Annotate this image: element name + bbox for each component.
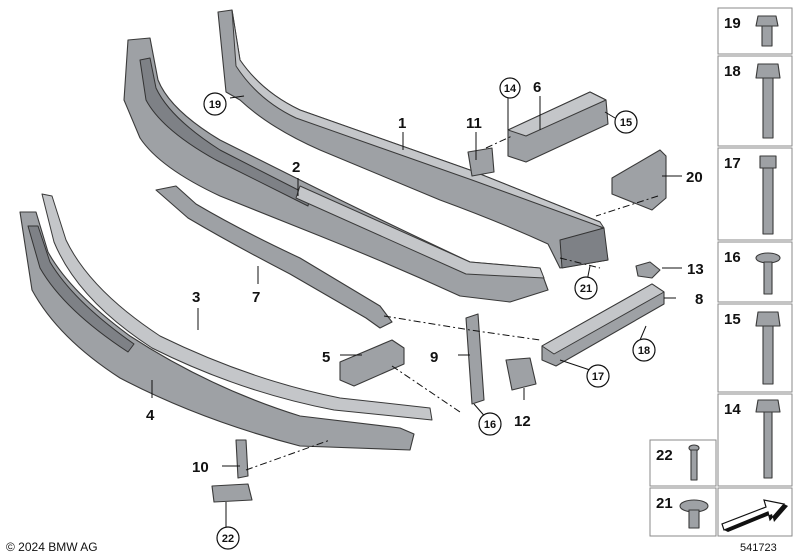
assembly-lines	[245, 135, 659, 471]
part-10-lower-clip	[211, 439, 253, 503]
bolt-15-icon	[755, 311, 781, 385]
callout-5: 5	[322, 349, 330, 366]
part-4-lower-panel	[19, 211, 415, 451]
bolt-17-icon	[759, 155, 777, 235]
svg-text:18: 18	[638, 345, 650, 357]
callout-10: 10	[192, 459, 209, 476]
callout-20: 20	[686, 169, 703, 186]
svg-text:15: 15	[620, 117, 632, 129]
legend-label-16: 16	[724, 249, 741, 266]
pin-22-icon	[688, 444, 700, 481]
part-12-holder	[505, 357, 537, 391]
circled-callout-16: 16	[478, 412, 502, 436]
svg-text:21: 21	[580, 283, 592, 295]
callout-8: 8	[695, 291, 703, 308]
callout-1: 1	[398, 115, 406, 132]
callout-6: 6	[533, 79, 541, 96]
part-6-bracket	[507, 91, 609, 163]
legend-label-21: 21	[656, 495, 673, 512]
part-13-clip	[635, 261, 661, 279]
bolt-14-icon	[755, 399, 781, 479]
circled-callouts: 19 14 15 21 18 17 16 22	[203, 77, 656, 550]
callout-7: 7	[252, 289, 260, 306]
callout-9: 9	[430, 349, 438, 366]
bolt-19-icon	[755, 15, 779, 47]
part-3-trim-strip	[41, 193, 433, 421]
svg-text:16: 16	[484, 419, 496, 431]
legend-label-22: 22	[656, 447, 673, 464]
legend-label-18: 18	[724, 63, 741, 80]
part-2-impact-absorber	[123, 37, 549, 303]
circled-callout-18: 18	[632, 338, 656, 362]
callout-3: 3	[192, 289, 200, 306]
svg-text:17: 17	[592, 371, 604, 383]
legend-label-15: 15	[724, 311, 741, 328]
callout-12: 12	[514, 413, 531, 430]
bolt-18-icon	[755, 63, 781, 139]
part-8-bracket-arm	[541, 283, 665, 367]
direction-arrow-icon	[721, 499, 788, 532]
part-7-support-strip	[155, 185, 393, 329]
part-9-vertical-bracket	[465, 313, 485, 405]
fastener-legend: 19 18 17 16 15 14 22 21	[649, 7, 793, 537]
legend-label-17: 17	[724, 155, 741, 172]
part-20-side-bracket	[611, 149, 667, 211]
circled-callout-15: 15	[614, 110, 638, 134]
circled-callout-17: 17	[586, 364, 610, 388]
diagram-number: 541723	[740, 542, 777, 554]
legend-label-14: 14	[724, 401, 741, 418]
circled-callout-21: 21	[574, 276, 598, 300]
svg-text:22: 22	[222, 533, 234, 545]
callout-2: 2	[292, 159, 300, 176]
callout-labels: 1 2 3 4 5 6 7 8 9 10 11 12 13 20	[146, 79, 704, 476]
callout-11: 11	[466, 115, 482, 132]
copyright-notice: © 2024 BMW AG	[6, 540, 98, 554]
circled-callout-22: 22	[216, 526, 240, 550]
svg-text:14: 14	[504, 83, 517, 95]
callout-13: 13	[687, 261, 704, 278]
circled-callout-14: 14	[499, 77, 521, 99]
screw-16-icon	[755, 252, 781, 295]
rivet-21-icon	[679, 499, 709, 529]
part-11-mount	[467, 147, 495, 177]
circled-callout-19: 19	[203, 92, 227, 116]
callout-4: 4	[146, 407, 155, 424]
part-5-bracket	[339, 339, 405, 387]
svg-text:19: 19	[209, 99, 221, 111]
legend-label-19: 19	[724, 15, 741, 32]
